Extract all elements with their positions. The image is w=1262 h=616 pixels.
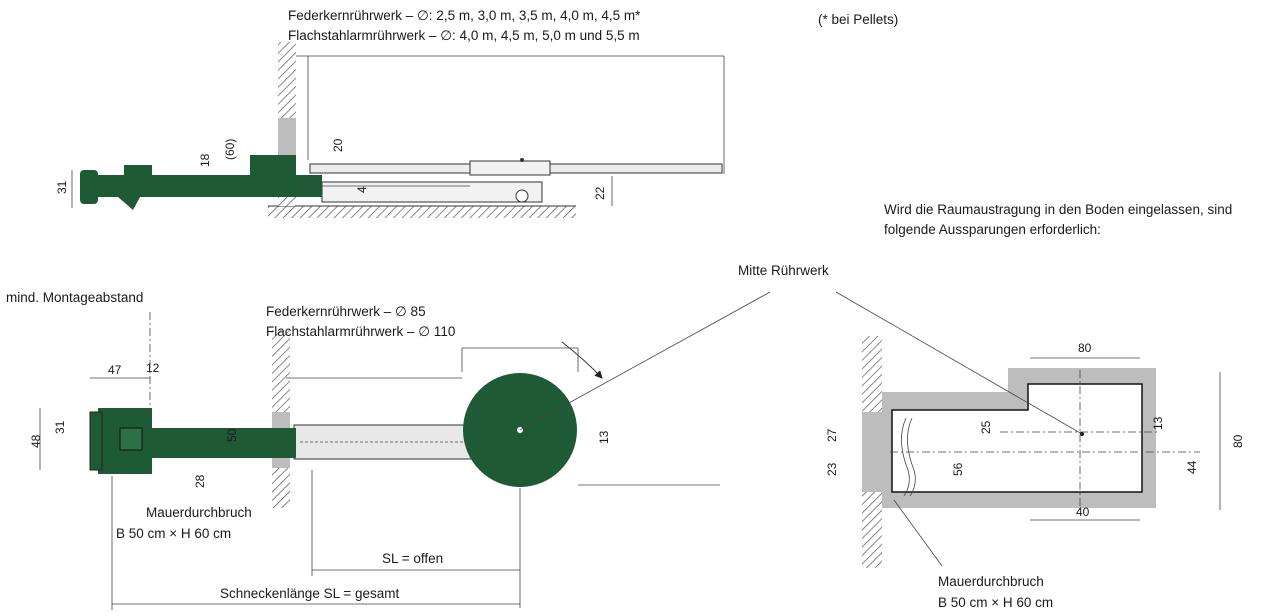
- dim-recess-80a: 80: [1078, 341, 1092, 355]
- dim-bottom-31: 31: [53, 420, 67, 434]
- dim-top-22: 22: [593, 186, 607, 200]
- dim-recess-13: 13: [1151, 416, 1165, 430]
- footnote-pellets: (* bei Pellets): [818, 12, 898, 27]
- dim-bottom-50: 50: [225, 428, 239, 442]
- bottom-stirrer-line2: Flachstahlarmrührwerk – ∅ 110: [266, 324, 455, 339]
- dim-bottom-47: 47: [108, 363, 122, 377]
- dim-recess-25: 25: [979, 420, 993, 434]
- dim-recess-56: 56: [951, 462, 965, 476]
- top-label-line2: Flachstahlarmrührwerk – ∅: 4,0 m, 4,5 m,…: [288, 28, 640, 43]
- dim-bottom-13: 13: [597, 430, 611, 444]
- recess-wall-opening-line2: B 50 cm × H 60 cm: [938, 595, 1053, 610]
- dim-bottom-48: 48: [29, 434, 43, 448]
- dim-top-20: 20: [331, 138, 345, 152]
- bottom-wall-opening-line2: B 50 cm × H 60 cm: [116, 526, 231, 541]
- bottom-plan-view: 47 12 48 31 50 28 13 mind. Montageabstan…: [6, 290, 771, 610]
- dim-top-18: 18: [198, 153, 212, 167]
- bottom-wall-opening-line1: Mauerdurchbruch: [146, 505, 252, 520]
- recess-note-line2: folgende Aussparungen erforderlich:: [884, 222, 1101, 237]
- dim-recess-23: 23: [825, 462, 839, 476]
- bottom-motor: [89, 411, 103, 471]
- dim-bottom-28: 28: [193, 474, 207, 488]
- bottom-stirrer-line1: Federkernrührwerk – ∅ 85: [266, 304, 426, 319]
- recess-view: 80 80 27 23 25 56 13 44 40 Wird die Raum…: [738, 202, 1245, 610]
- top-auger-housing: [92, 175, 322, 197]
- dim-bottom-12: 12: [146, 361, 160, 375]
- dim-recess-80b: 80: [1231, 434, 1245, 448]
- sl-total-label: Schneckenlänge SL = gesamt: [220, 586, 399, 601]
- dim-recess-27: 27: [825, 428, 839, 442]
- dim-recess-40: 40: [1076, 505, 1090, 519]
- dim-recess-44: 44: [1185, 460, 1199, 474]
- center-stirrer-label: Mitte Rührwerk: [738, 263, 829, 278]
- top-side-view: 31 18 (60) 20 4 22 Federkernrührwerk – ∅…: [55, 8, 898, 218]
- recess-note-line1: Wird die Raumaustragung in den Boden ein…: [884, 202, 1232, 217]
- top-label-line1: Federkernrührwerk – ∅: 2,5 m, 3,0 m, 3,5…: [288, 8, 641, 23]
- sl-open-label: SL = offen: [382, 551, 443, 566]
- top-floor-hatch: [268, 206, 576, 218]
- dim-top-31: 31: [55, 180, 69, 194]
- recess-wall-opening-line1: Mauerdurchbruch: [938, 574, 1044, 589]
- top-motor: [80, 170, 98, 204]
- min-distance-label: mind. Montageabstand: [6, 290, 143, 305]
- dim-top-4: 4: [355, 186, 369, 193]
- dim-top-60: (60): [223, 139, 237, 160]
- bottom-auger-housing: [148, 428, 296, 458]
